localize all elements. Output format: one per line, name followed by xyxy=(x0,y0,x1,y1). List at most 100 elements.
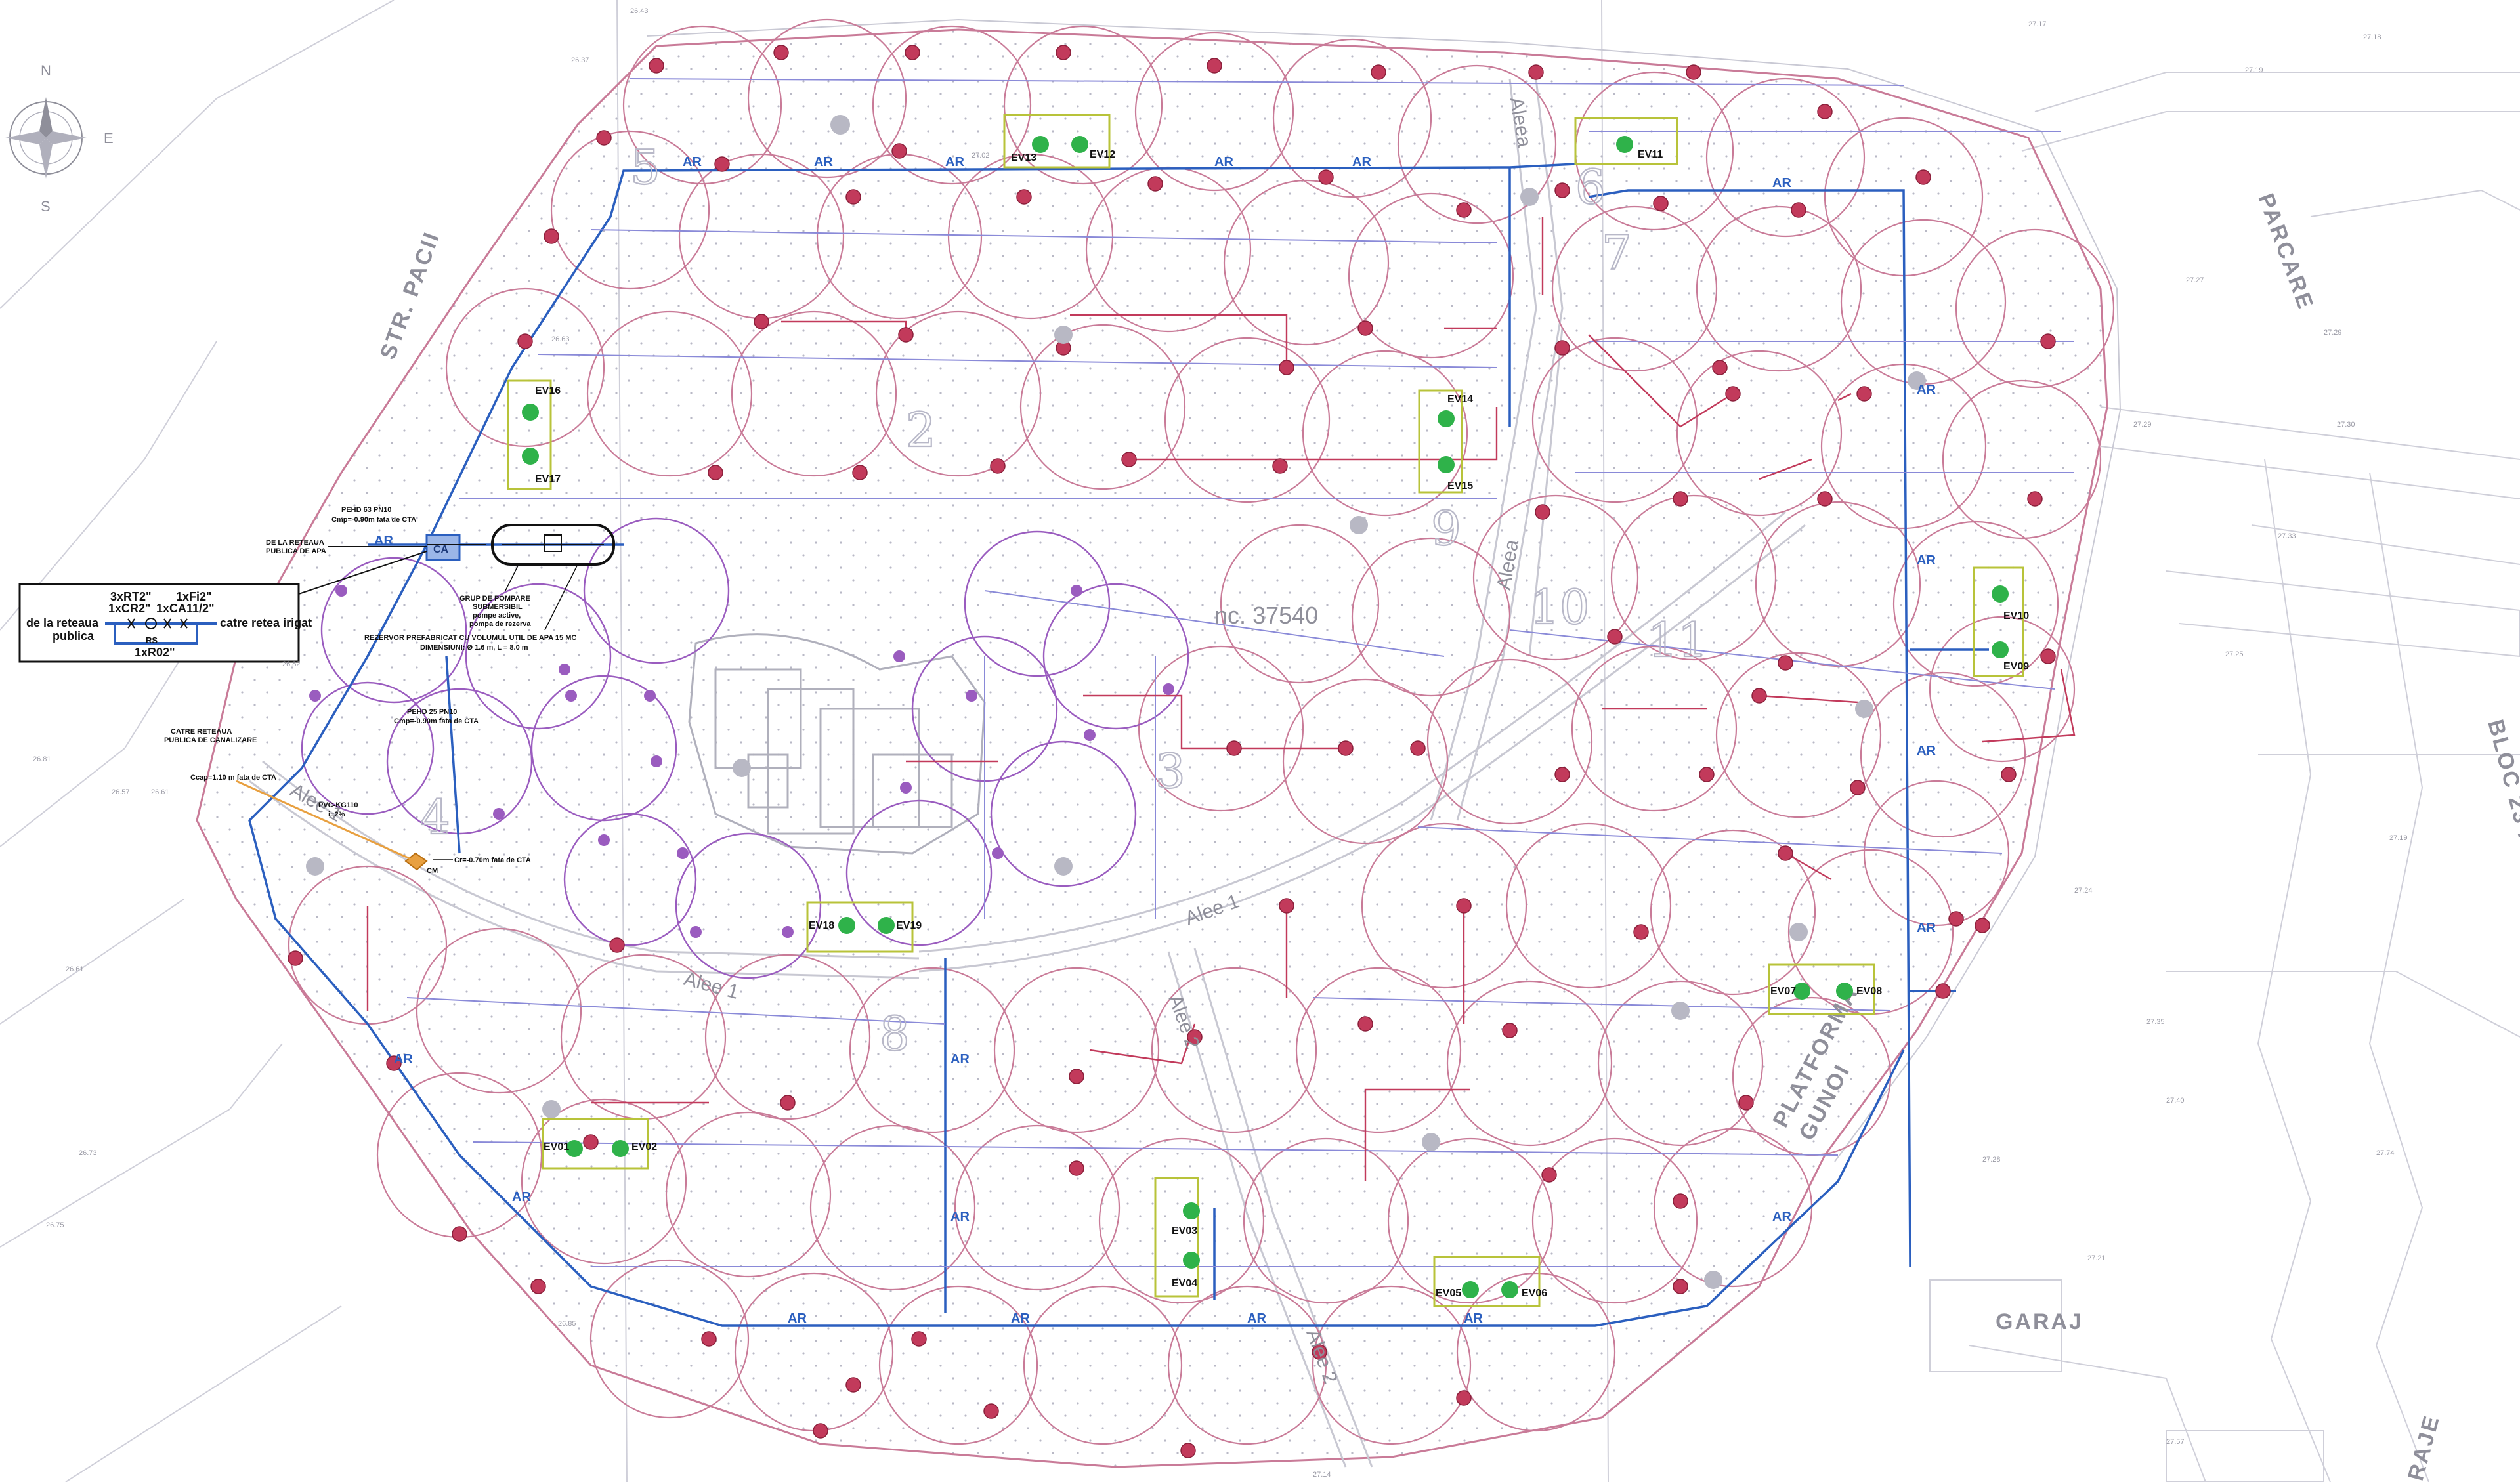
note-pump4: pompa de rezerva xyxy=(469,620,531,628)
note-pump2: SUBMERSIBIL xyxy=(473,603,523,611)
elevation-label: 26.73 xyxy=(79,1149,97,1157)
elevation-labels: 26.37 26.43 27.02 27.17 27.19 26.63 27.2… xyxy=(33,7,2408,1479)
note-tank1: REZERVOR PREFABRICAT CU VOLUMUL UTIL DE … xyxy=(364,634,576,642)
alleys xyxy=(249,78,1806,1468)
note-sewer1: CATRE RETEAUA xyxy=(171,728,232,736)
zone-3: 3 xyxy=(1155,744,1185,799)
valve-label-ev07: EV07 xyxy=(1770,986,1796,997)
note-sewer3: Ccap=1.10 m fata de CTA xyxy=(190,774,276,782)
purple-coverage xyxy=(301,517,1189,979)
lateral-pipes xyxy=(406,78,2074,1267)
valve-box-12-13[interactable]: EV13 EV12 xyxy=(1003,114,1115,169)
street-garaj: GARAJ xyxy=(1996,1309,2083,1334)
sprinkler-heads xyxy=(288,45,2056,1458)
street-raje: RAJE xyxy=(2403,1412,2445,1482)
callout-line1b: 1xFi2" xyxy=(176,590,212,603)
valve-box-05-06[interactable]: EV05 EV06 xyxy=(1433,1256,1547,1307)
note-from-network2: PUBLICA DE APA xyxy=(266,547,326,555)
note-pvc: PVC-KG110 xyxy=(318,801,358,809)
cm-note: Cr=-0.70m fata de CTA xyxy=(454,857,531,864)
valve-box-18-19[interactable]: EV18 EV19 xyxy=(806,901,922,953)
callout-line2b: 1xCA11/2" xyxy=(156,602,215,615)
valve-label-ev11: EV11 xyxy=(1638,149,1663,160)
valve-label-ev16: EV16 xyxy=(535,385,561,396)
ar-label: AR xyxy=(374,534,393,548)
callout-r02: 1xR02" xyxy=(135,646,175,659)
note-pehd2b: Cmp=-0.90m fata de CTA xyxy=(394,717,479,725)
parcel-number: nc. 37540 xyxy=(1214,602,1318,629)
ar-label: AR xyxy=(1917,744,1936,758)
water-supply: CA CM Cr=-0.70m fata de CTA xyxy=(236,524,615,875)
spray-coverage xyxy=(288,18,2115,1445)
zone-8: 8 xyxy=(880,1006,910,1061)
ar-label: AR xyxy=(1352,155,1371,169)
valve-label-ev15: EV15 xyxy=(1447,480,1473,492)
elevation-label: 27.27 xyxy=(2186,276,2204,284)
elevation-label: 27.19 xyxy=(2389,834,2408,842)
valve-label-ev03: EV03 xyxy=(1172,1225,1197,1237)
valve-label-ev01: EV01 xyxy=(544,1141,569,1153)
elevation-label: 27.74 xyxy=(2376,1149,2395,1157)
ar-label: AR xyxy=(683,155,702,169)
elevation-label: 26.61 xyxy=(151,788,169,796)
drip-heads xyxy=(309,585,1174,938)
ar-label: AR xyxy=(1464,1311,1483,1326)
ca-label: CA xyxy=(433,544,449,555)
valve-box-07-08[interactable]: EV07 EV08 xyxy=(1768,963,1882,1015)
trees xyxy=(306,115,1926,1289)
compass-rose: N E S V xyxy=(5,62,114,215)
elevation-label: 26.63 xyxy=(551,335,570,343)
valve-box-03-04[interactable]: EV03 EV04 xyxy=(1154,1177,1200,1298)
ca-meter-box[interactable] xyxy=(425,534,461,561)
note-pump1: GRUP DE POMPARE xyxy=(459,595,530,603)
zone-11: 11 xyxy=(1648,612,1708,667)
zone-10: 10 xyxy=(1529,580,1590,635)
valve-label-ev04: EV04 xyxy=(1172,1278,1197,1289)
valve-box-16-17[interactable]: EV16 EV17 xyxy=(507,379,561,490)
valve-box-14-15[interactable]: EV14 EV15 xyxy=(1418,389,1473,494)
drawing-notes: DE LA RETEAUA PUBLICA DE APA PEHD 63 PN1… xyxy=(164,506,576,818)
note-tank2: DIMENSIUNI: Ø 1.6 m, L = 8.0 m xyxy=(420,644,528,652)
ar-label: AR xyxy=(512,1190,531,1204)
elevation-label: 26.81 xyxy=(33,755,51,763)
site-boundary xyxy=(196,18,2122,1468)
ar-label: AR xyxy=(1917,383,1936,397)
ar-label: AR xyxy=(1772,1210,1791,1224)
zone-7: 7 xyxy=(1602,225,1632,280)
ar-label: AR xyxy=(394,1052,413,1067)
elevation-label: 27.21 xyxy=(2087,1254,2106,1262)
note-pehd2: PEHD 25 PN10 xyxy=(407,708,457,716)
valve-label-ev18: EV18 xyxy=(809,920,834,931)
compass-south: S xyxy=(41,198,51,215)
ar-label: AR xyxy=(1772,176,1791,190)
storage-tank[interactable] xyxy=(491,524,615,566)
valve-label-ev05: EV05 xyxy=(1436,1288,1461,1299)
ar-label: AR xyxy=(1917,553,1936,568)
valve-label-ev09: EV09 xyxy=(2003,661,2029,672)
elevation-label: 27.02 xyxy=(972,152,990,159)
valve-label-ev02: EV02 xyxy=(631,1141,657,1153)
zone-2: 2 xyxy=(906,402,936,457)
central-building xyxy=(688,633,986,855)
elevation-label: 27.29 xyxy=(2133,421,2152,429)
elevation-label: 27.25 xyxy=(2225,650,2244,658)
elevation-label: 27.29 xyxy=(2324,329,2342,337)
elevation-label: 27.35 xyxy=(2146,1018,2165,1026)
ar-label: AR xyxy=(950,1210,970,1224)
elevation-label: 27.33 xyxy=(2278,532,2296,540)
valve-label-ev12: EV12 xyxy=(1090,149,1115,160)
elevation-label: 27.17 xyxy=(2028,20,2047,28)
valve-label-ev10: EV10 xyxy=(2003,610,2029,622)
callout-line1a: 3xRT2" xyxy=(110,590,152,603)
valve-box-11[interactable]: EV11 xyxy=(1574,117,1678,165)
elevation-label: 27.57 xyxy=(2166,1438,2185,1446)
valve-box-09-10[interactable]: EV10 EV09 xyxy=(1973,566,2029,677)
valve-label-ev14: EV14 xyxy=(1447,394,1473,405)
valve-box-01-02[interactable]: EV01 EV02 xyxy=(542,1118,657,1170)
note-pump3: pompe active, xyxy=(473,612,521,620)
valve-label-ev19: EV19 xyxy=(896,920,922,931)
elevation-label: 26.57 xyxy=(112,788,130,796)
valve-label-ev17: EV17 xyxy=(535,474,561,485)
callout-line2a: 1xCR2" xyxy=(108,602,151,615)
